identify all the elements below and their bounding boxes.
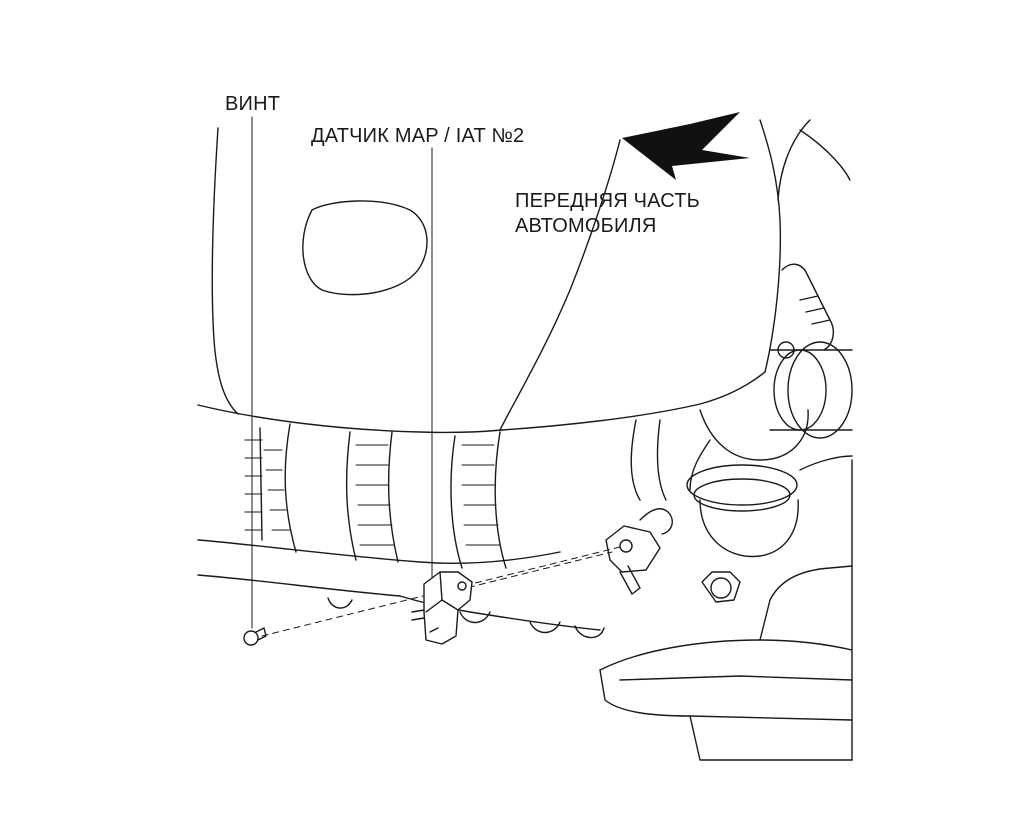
vehicle-front-label-line2: АВТОМОБИЛЯ bbox=[515, 215, 657, 237]
screw-icon bbox=[243, 627, 267, 646]
manifold-runners bbox=[197, 423, 605, 639]
screw-label: ВИНТ bbox=[225, 93, 281, 115]
vehicle-front-label-line1: ПЕРЕДНЯЯ ЧАСТЬ bbox=[515, 190, 700, 212]
arrow-left-down-icon bbox=[622, 112, 750, 180]
map-iat-sensor-icon bbox=[411, 571, 473, 645]
engine-cover bbox=[197, 119, 851, 434]
sensor-label: ДАТЧИК MAP / IAT №2 bbox=[311, 125, 525, 147]
sensor-alignment-line bbox=[457, 551, 613, 591]
throttle-body bbox=[630, 263, 853, 558]
bolt bbox=[701, 571, 741, 603]
bracket bbox=[599, 455, 853, 761]
mounting-point bbox=[605, 508, 673, 595]
